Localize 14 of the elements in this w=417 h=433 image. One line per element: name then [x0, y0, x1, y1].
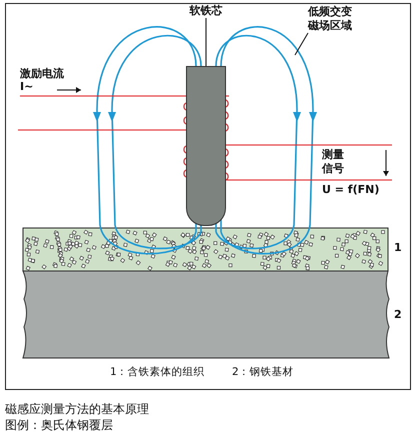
legend-note: 2：钢铁基材 [232, 365, 294, 379]
core-label: 软铁芯 [188, 4, 224, 18]
soft-iron-core [186, 66, 226, 226]
figure-caption: 图例：奥氏体钢覆层 [5, 418, 113, 432]
layer-number: 1 [394, 241, 402, 255]
leader-line [294, 32, 308, 56]
layer-number: 2 [394, 308, 402, 322]
current-label: 激励电流 [20, 67, 64, 81]
figure-caption: 磁感应测量方法的基本原理 [5, 402, 149, 416]
field-region-label: 低频交变磁场区域 [308, 5, 356, 33]
formula-label: U = f(FN) [322, 183, 380, 197]
legend-note: 1：含铁素体的组织 [110, 365, 205, 379]
current-symbol: I~ [20, 80, 34, 94]
signal-label: 测量信号 [322, 148, 345, 176]
